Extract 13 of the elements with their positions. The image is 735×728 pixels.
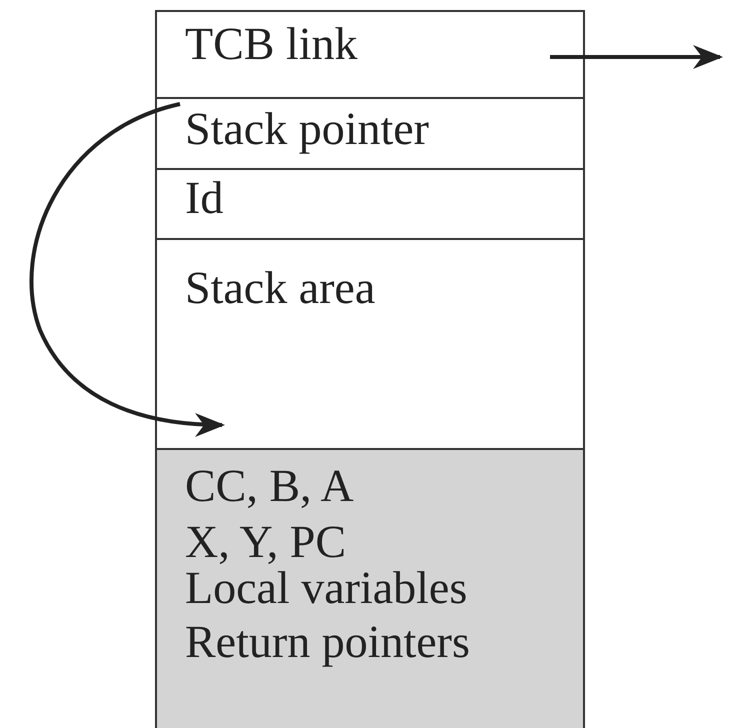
memory-field: [155, 10, 585, 99]
saved-context-block: [155, 448, 585, 728]
field-label: CC, B, A: [185, 460, 355, 512]
memory-field: [155, 97, 585, 170]
curved-arrow: [30, 102, 225, 436]
field-label: Stack pointer: [185, 103, 430, 155]
field-label: Stack area: [185, 262, 376, 314]
arrow: [550, 45, 723, 69]
field-label: Id: [185, 172, 224, 224]
field-label: Return pointers: [185, 616, 471, 668]
field-label: TCB link: [185, 18, 359, 70]
memory-field: [155, 168, 585, 240]
field-label: X, Y, PC: [185, 516, 348, 568]
